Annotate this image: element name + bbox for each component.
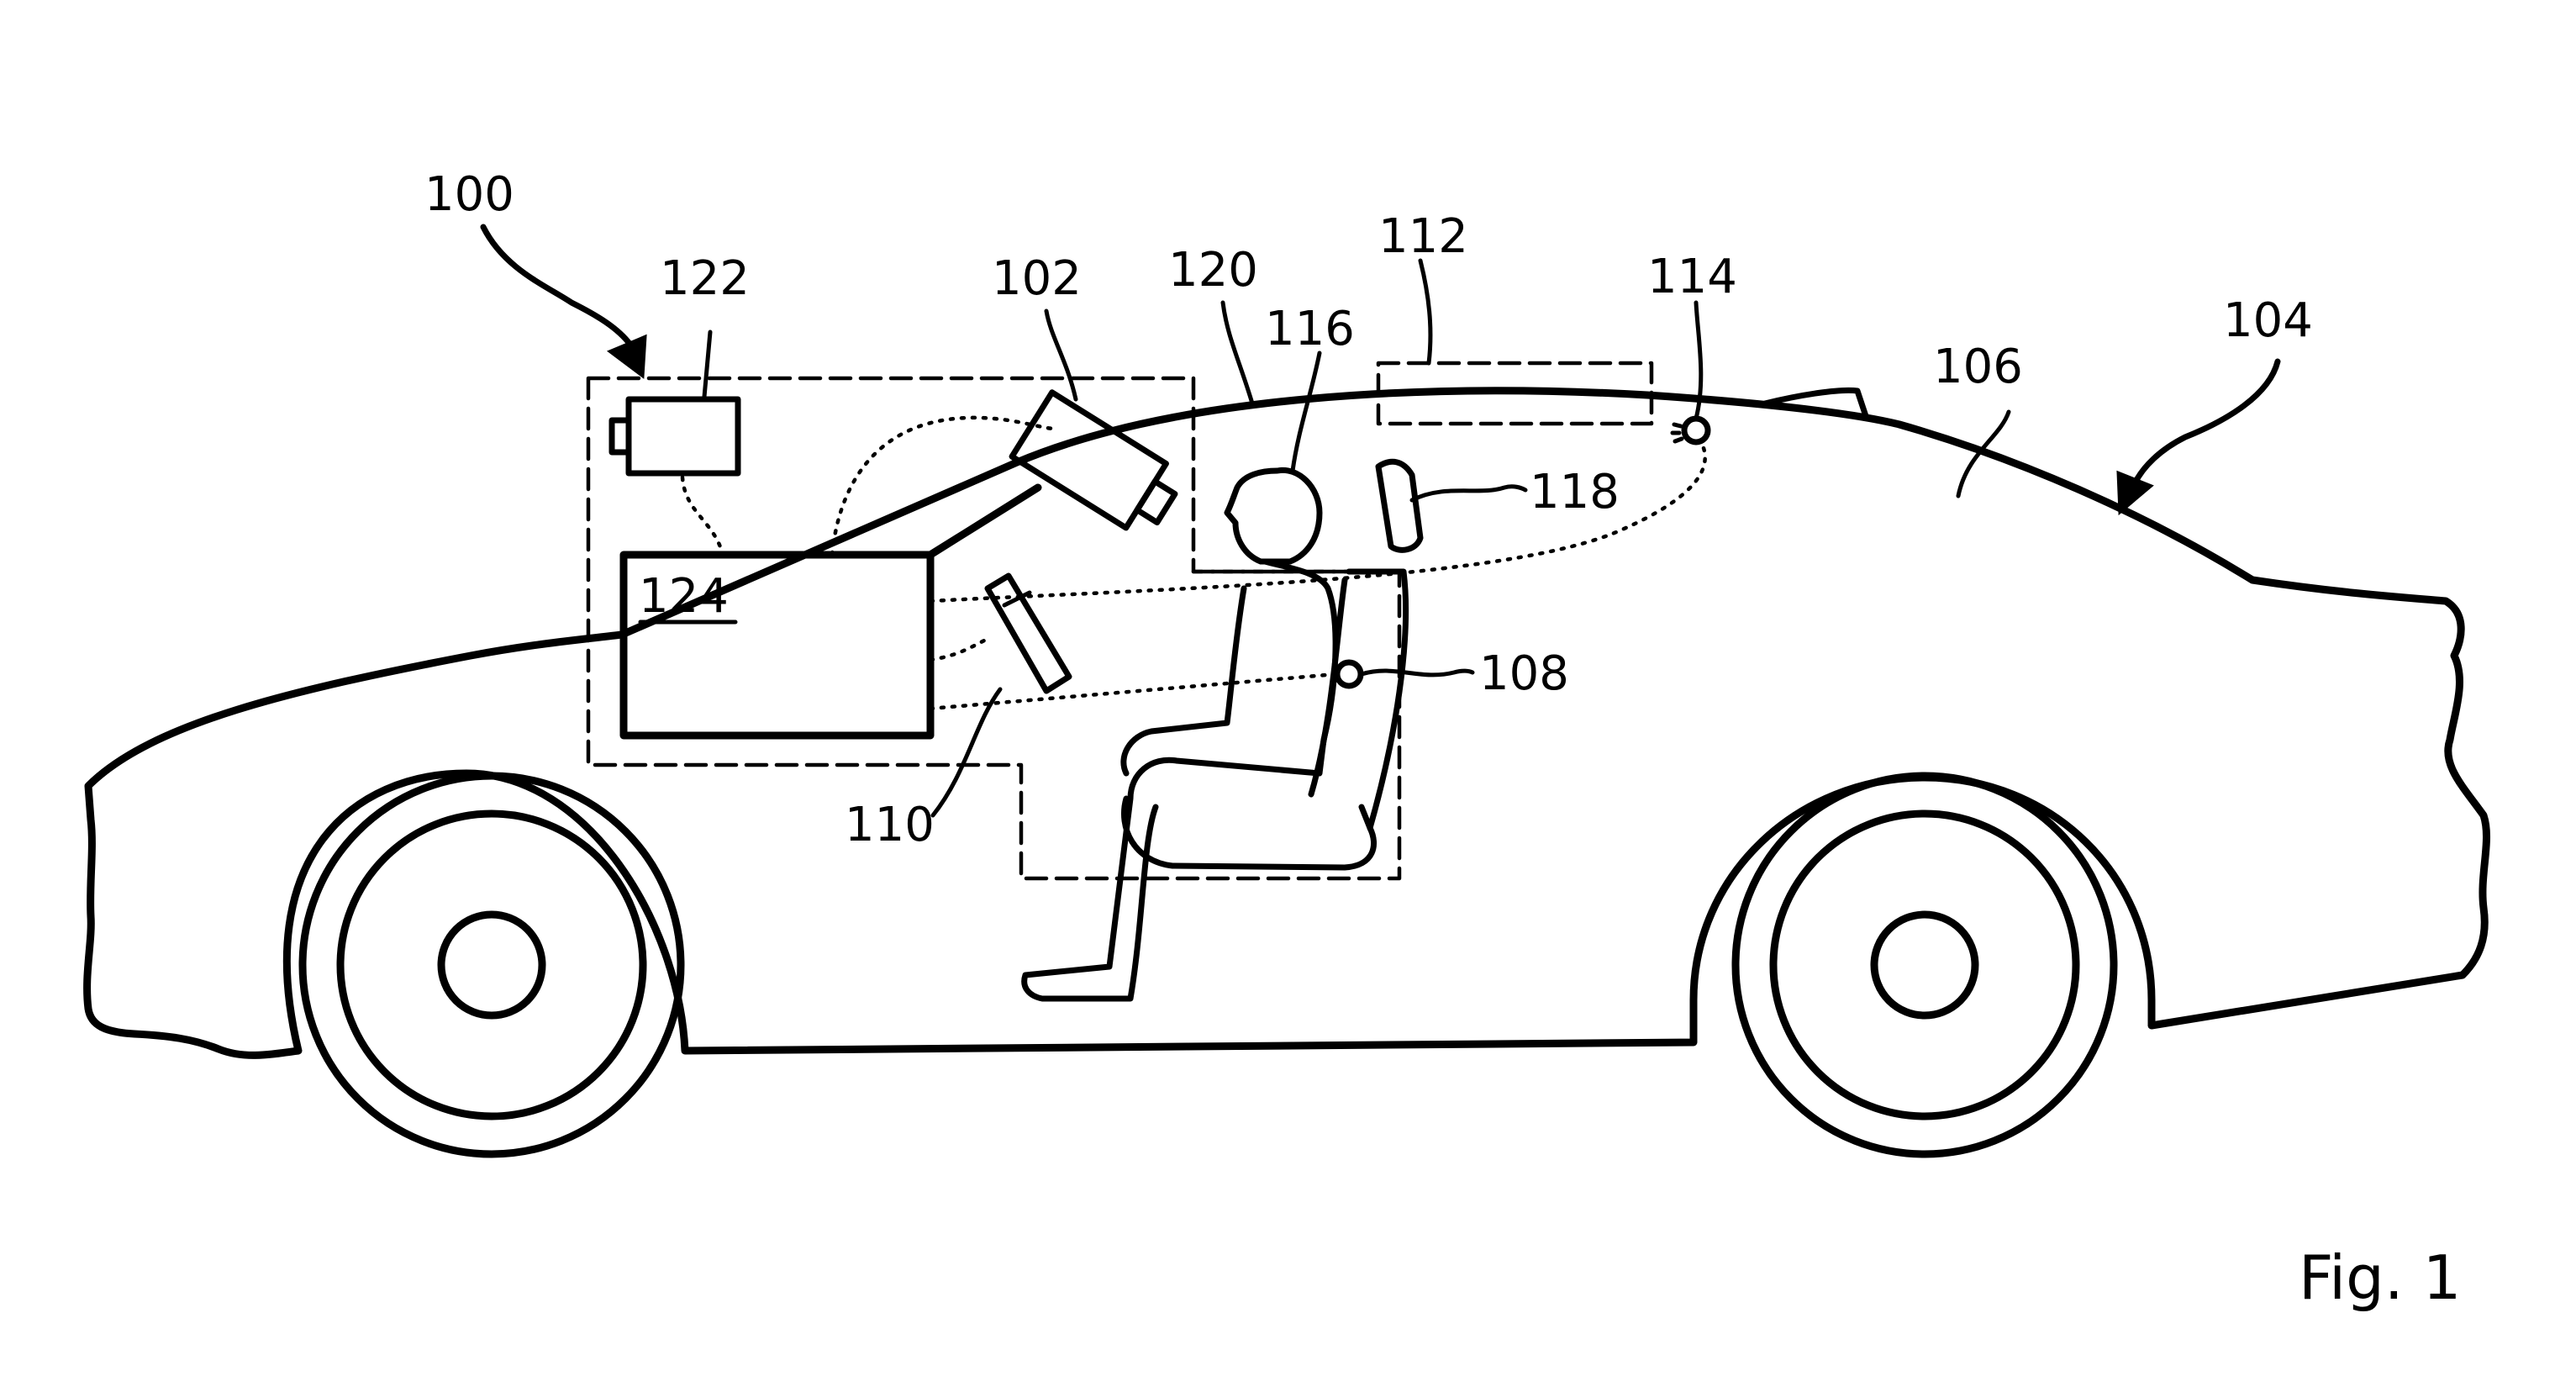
control-unit-box <box>619 551 935 740</box>
occupant-figure <box>1021 467 1339 1002</box>
label-light: 114 <box>1647 250 1737 304</box>
label-headrest: 118 <box>1530 465 1620 519</box>
reference-labels: 100 122 102 120 116 112 114 106 104 118 … <box>424 167 2313 852</box>
figure-caption: Fig. 1 <box>2299 1242 2461 1313</box>
rear-wheel <box>1731 772 2118 1158</box>
label-occupant-zone: 120 <box>1168 243 1258 298</box>
system-boundary <box>586 376 1402 881</box>
leader-lines <box>480 224 2281 818</box>
label-handheld-device: 110 <box>845 798 935 852</box>
camera-symbol <box>1009 389 1178 531</box>
label-cabin: 106 <box>1933 340 2023 394</box>
roof-module-box <box>1376 361 1654 426</box>
vehicle-outline <box>83 387 2491 1059</box>
label-roof-module: 112 <box>1378 209 1468 264</box>
label-camera: 102 <box>992 251 1082 306</box>
light-symbol <box>1670 415 1711 446</box>
handheld-device-symbol <box>984 572 1072 694</box>
battery-symbol <box>608 396 741 477</box>
label-system: 100 <box>424 167 514 222</box>
front-wheel <box>298 772 685 1158</box>
signal-connections <box>680 415 1707 711</box>
label-occupant: 116 <box>1265 302 1355 356</box>
camera-mount <box>926 483 1042 559</box>
label-battery: 122 <box>660 251 750 306</box>
seat-sensor-symbol <box>1334 659 1364 689</box>
seat <box>1120 458 1424 871</box>
label-vehicle: 104 <box>2223 293 2313 348</box>
label-control-unit: 124 <box>639 569 729 624</box>
label-seat-sensor: 108 <box>1479 646 1569 701</box>
